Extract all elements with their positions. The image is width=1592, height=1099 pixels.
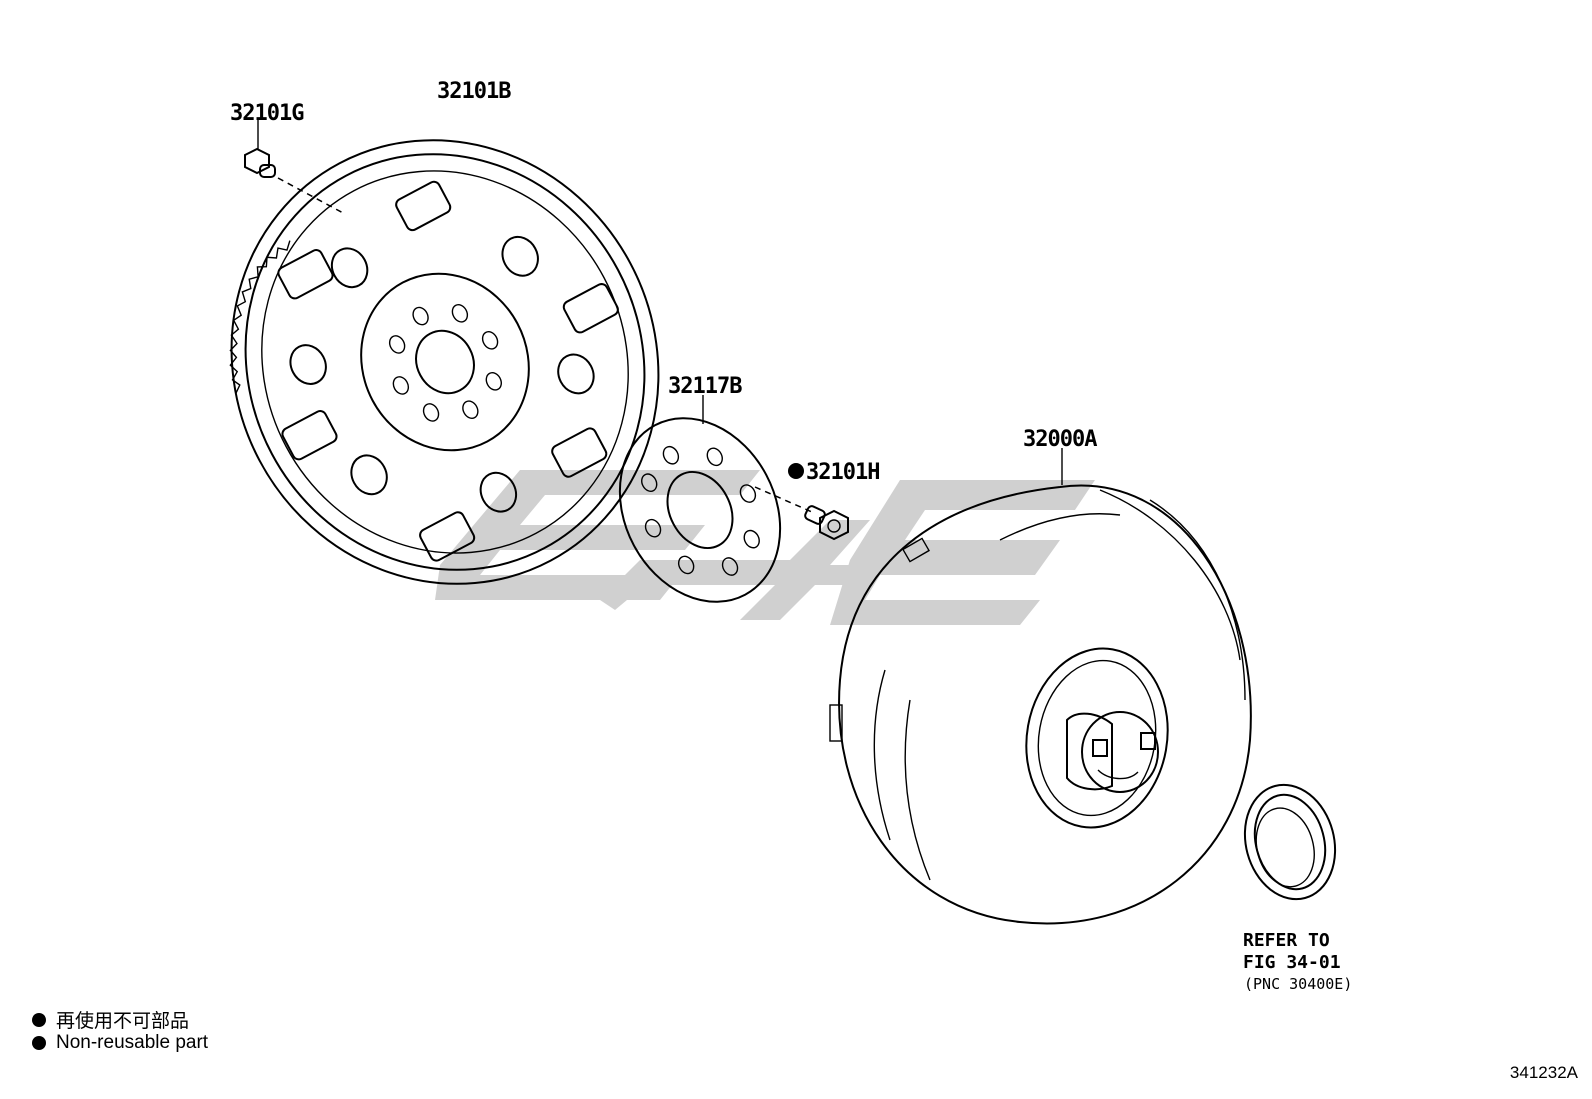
oil-seal xyxy=(1243,783,1337,901)
converter-bolt-32101H xyxy=(804,505,849,541)
label-32101H: 32101H xyxy=(806,460,879,485)
figure-id: 341232A xyxy=(1509,1063,1578,1082)
label-32000A: 32000A xyxy=(1023,427,1097,452)
label-32101G: 32101G xyxy=(230,101,304,126)
non-reusable-marker xyxy=(788,463,804,479)
bullet-icon xyxy=(32,1012,46,1027)
legend-non-reusable-english: Non-reusable part xyxy=(32,1032,208,1054)
flywheel-bolt-32101G xyxy=(244,120,346,215)
legend-non-reusable-japanese: 再使用不可部品 xyxy=(32,1006,189,1033)
reference-line-2: FIG 34-01 xyxy=(1243,952,1341,973)
torque-converter xyxy=(829,448,1252,925)
watermark-logo xyxy=(435,470,1095,625)
label-32101B: 32101B xyxy=(437,79,511,104)
reference-line-3: (PNC 30400E) xyxy=(1244,975,1352,993)
reference-line-1: REFER TO xyxy=(1243,930,1330,951)
label-32117B: 32117B xyxy=(668,374,742,399)
spacer-plate xyxy=(618,417,782,603)
flywheel-drive-plate xyxy=(229,139,660,585)
legend-japanese-text: 再使用不可部品 xyxy=(56,1011,190,1032)
legend-english-text: Non-reusable part xyxy=(56,1032,209,1053)
bullet-icon xyxy=(32,1036,46,1050)
